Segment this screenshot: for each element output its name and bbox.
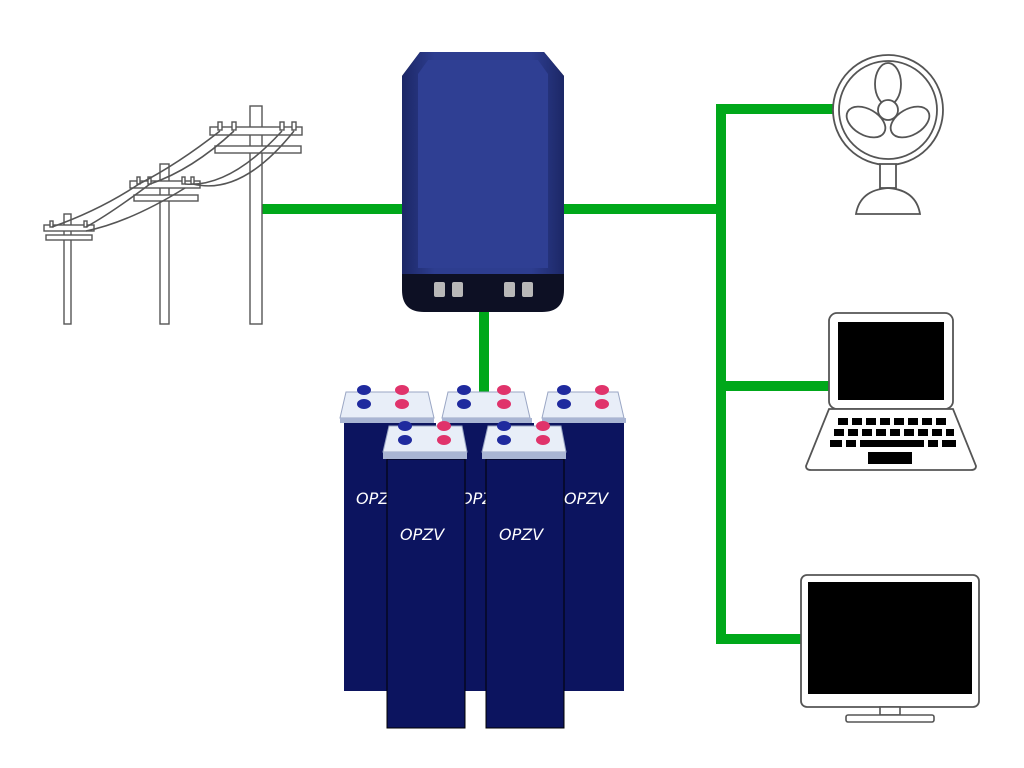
laptop-keyboard: [830, 418, 956, 464]
monitor-icon: [800, 574, 980, 723]
battery-icon: OPZV: [481, 421, 567, 729]
battery-label: OPZV: [564, 489, 609, 508]
battery-label: OPZV: [499, 525, 544, 544]
battery-icon: OPZV: [382, 421, 468, 729]
wires: [262, 104, 836, 644]
monitor-screen: [808, 582, 972, 694]
battery-label: OPZV: [400, 525, 445, 544]
inverter-icon: [402, 52, 564, 312]
battery-bank: OPZV OPZV OPZV OPZV: [339, 385, 626, 729]
fan-icon: [832, 54, 944, 215]
power-pole-icon: [43, 105, 303, 325]
power-lines: [51, 130, 295, 232]
laptop-screen: [838, 322, 944, 400]
laptop-icon: [805, 312, 977, 471]
